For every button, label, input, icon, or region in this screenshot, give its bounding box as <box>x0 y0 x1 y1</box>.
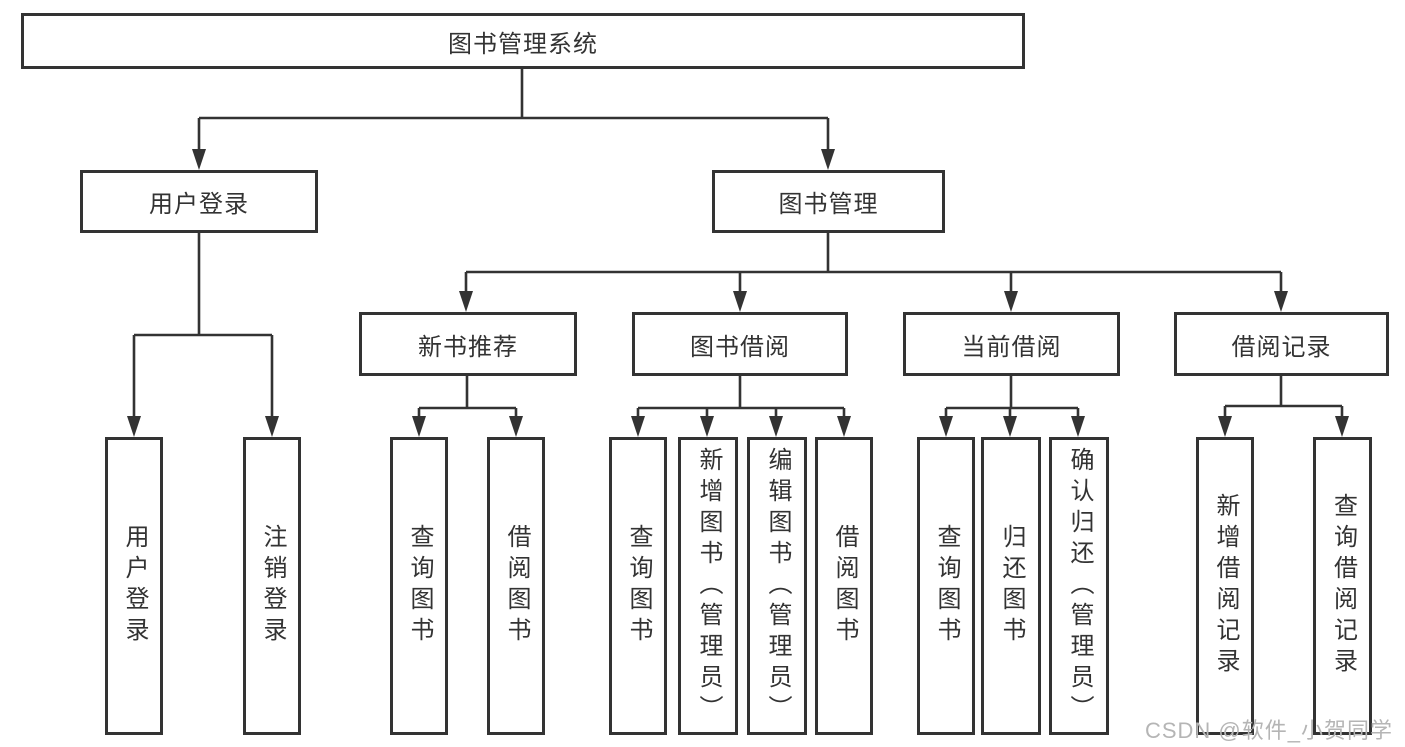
leaf-edit-book-admin: 编辑图书（管理员） <box>747 437 807 735</box>
arrowhead <box>1004 291 1018 312</box>
leaf-return-books-label: 归还图书 <box>998 524 1024 648</box>
connector-current-to-leaves <box>939 376 1085 437</box>
leaf-add-borrow-record: 新增借阅记录 <box>1196 437 1254 735</box>
leaf-query-borrow-record: 查询借阅记录 <box>1313 437 1372 735</box>
arrowhead <box>821 149 835 170</box>
node-book-management-label: 图书管理 <box>778 192 879 218</box>
arrowhead <box>631 416 645 437</box>
connector-records-to-leaves <box>1218 376 1349 437</box>
leaf-query-borrow-record-label: 查询借阅记录 <box>1329 493 1356 679</box>
leaf-query-books-3: 查询图书 <box>917 437 975 735</box>
connector-newbook-to-leaves <box>412 376 523 437</box>
arrowhead <box>1274 291 1288 312</box>
csdn-watermark: CSDN @软件_小贺同学 <box>1144 718 1393 743</box>
arrowhead <box>459 291 473 312</box>
arrowhead <box>1335 416 1349 437</box>
leaf-query-books-1: 查询图书 <box>390 437 448 735</box>
arrowhead <box>1071 416 1085 437</box>
leaf-return-books: 归还图书 <box>981 437 1041 735</box>
leaf-borrow-books-2: 借阅图书 <box>815 437 873 735</box>
node-book-borrowing-label: 图书借阅 <box>690 334 790 361</box>
node-user-login: 用户登录 <box>80 170 318 233</box>
arrowhead <box>265 416 279 437</box>
leaf-query-books-1-label: 查询图书 <box>406 524 432 648</box>
arrowhead <box>127 416 141 437</box>
node-book-borrowing: 图书借阅 <box>632 312 848 376</box>
leaf-user-login-label: 用户登录 <box>121 524 147 648</box>
arrowhead <box>1218 416 1232 437</box>
connector-root-to-level2 <box>192 69 835 170</box>
leaf-borrow-books-1-label: 借阅图书 <box>503 524 529 648</box>
arrowhead <box>1003 416 1017 437</box>
leaf-edit-book-admin-label: 编辑图书（管理员） <box>764 446 790 726</box>
arrowhead <box>837 416 851 437</box>
arrowhead <box>769 416 783 437</box>
arrowhead <box>192 149 206 170</box>
leaf-confirm-return-admin-label: 确认归还（管理员） <box>1066 446 1092 726</box>
node-current-borrowing: 当前借阅 <box>903 312 1120 376</box>
connector-userlogin-to-leaves <box>127 233 279 437</box>
node-library-system-label: 图书管理系统 <box>448 31 598 58</box>
leaf-confirm-return-admin: 确认归还（管理员） <box>1049 437 1109 735</box>
leaf-query-books-2: 查询图书 <box>609 437 667 735</box>
node-new-book-recommend: 新书推荐 <box>359 312 577 376</box>
arrowhead <box>509 416 523 437</box>
arrowhead <box>412 416 426 437</box>
node-library-system: 图书管理系统 <box>21 13 1025 69</box>
leaf-add-book-admin-label: 新增图书（管理员） <box>695 446 721 726</box>
leaf-query-books-2-label: 查询图书 <box>625 524 651 648</box>
leaf-add-borrow-record-label: 新增借阅记录 <box>1212 493 1238 679</box>
node-book-management: 图书管理 <box>712 170 945 233</box>
node-borrowing-records-label: 借阅记录 <box>1231 334 1332 361</box>
leaf-logout: 注销登录 <box>243 437 301 735</box>
node-borrowing-records: 借阅记录 <box>1174 312 1389 376</box>
leaf-borrow-books-2-label: 借阅图书 <box>831 524 857 648</box>
node-user-login-label: 用户登录 <box>149 192 249 218</box>
arrowhead <box>939 416 953 437</box>
leaf-logout-label: 注销登录 <box>259 524 285 648</box>
leaf-user-login: 用户登录 <box>105 437 163 735</box>
connector-borrowing-to-leaves <box>631 376 851 437</box>
leaf-borrow-books-1: 借阅图书 <box>487 437 545 735</box>
connector-bookmgmt-to-level3 <box>459 233 1288 312</box>
node-new-book-recommend-label: 新书推荐 <box>418 334 518 361</box>
node-current-borrowing-label: 当前借阅 <box>961 334 1062 361</box>
arrowhead <box>733 291 747 312</box>
arrowhead <box>700 416 714 437</box>
leaf-query-books-3-label: 查询图书 <box>933 524 959 648</box>
leaf-add-book-admin: 新增图书（管理员） <box>678 437 738 735</box>
